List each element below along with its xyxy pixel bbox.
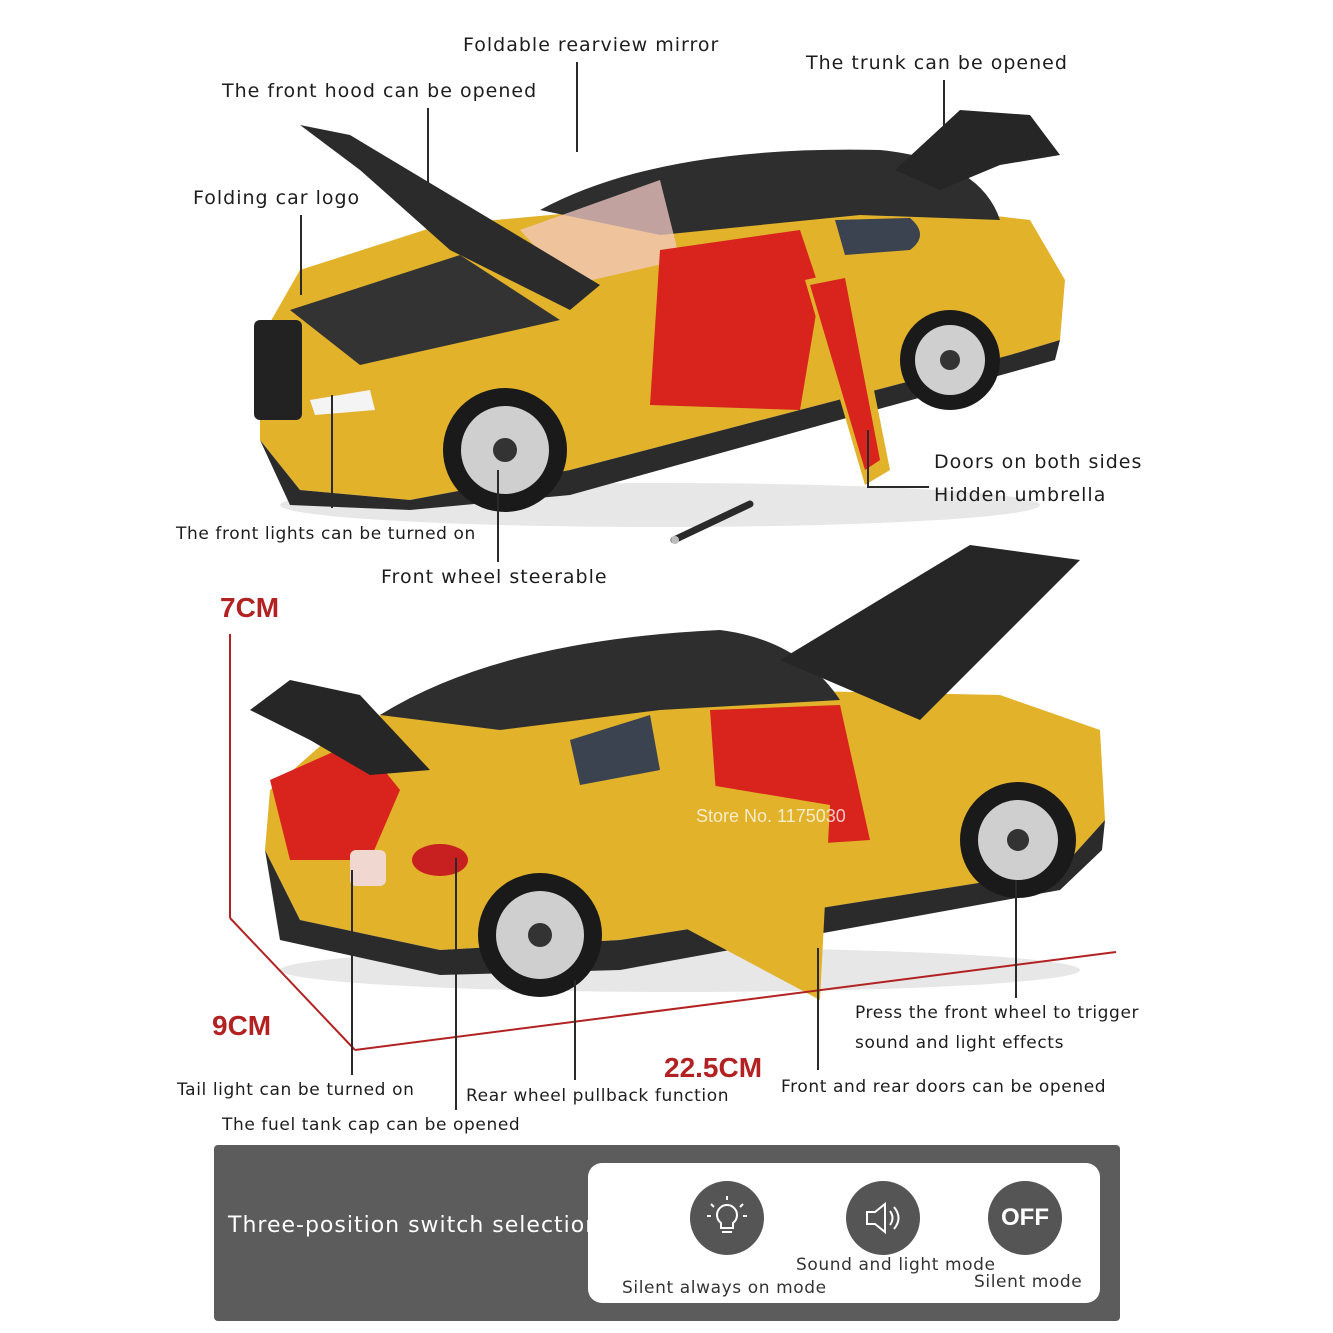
label-press-line1: Press the front wheel to trigger [855,1003,1140,1023]
dimension-length: 22.5CM [664,1052,763,1083]
switch-modes-box: OFF Silent always on mode Sound and ligh… [588,1163,1100,1303]
leader-line [497,470,499,562]
leader-line [331,395,333,508]
off-icon: OFF [988,1181,1062,1255]
leader-line [867,430,869,488]
leader-line [869,486,929,488]
off-text: OFF [1001,1204,1049,1231]
switch-panel: Three-position switch selection OFF Sil [214,1145,1120,1321]
label-doors-open: Front and rear doors can be opened [781,1077,1107,1097]
bottom-car-image [250,545,1105,1000]
leader-line [943,80,945,130]
label-rear-wheel: Rear wheel pullback function [466,1086,730,1106]
watermark-text: Store No. 1175030 [696,806,846,826]
speaker-icon [846,1181,920,1255]
leader-line [817,948,819,1070]
label-steer: Front wheel steerable [381,566,608,588]
leader-line [455,858,457,1110]
label-front-lights: The front lights can be turned on [176,524,476,544]
leader-line [300,215,302,295]
leader-line [576,62,578,152]
leader-line [351,870,353,1075]
mode-label-silent-always-on: Silent always on mode [622,1278,827,1298]
switch-panel-title: Three-position switch selection [228,1213,601,1238]
label-fuel-cap: The fuel tank cap can be opened [222,1115,521,1135]
dimension-width: 9CM [212,1010,272,1041]
dimension-height: 7CM [220,592,280,623]
label-umbrella: Hidden umbrella [934,484,1107,506]
label-press-line2: sound and light effects [855,1033,1065,1053]
leader-line [574,980,576,1080]
label-trunk: The trunk can be opened [806,52,1068,74]
label-hood: The front hood can be opened [222,80,538,102]
label-doors: Doors on both sides [934,451,1143,473]
label-logo: Folding car logo [193,187,361,209]
mode-label-sound-light: Sound and light mode [796,1255,996,1275]
label-tail-light: Tail light can be turned on [177,1080,415,1100]
leader-line [427,108,429,184]
label-mirror: Foldable rearview mirror [463,34,720,56]
umbrella-image [670,500,754,544]
mode-label-silent: Silent mode [974,1272,1083,1292]
lightbulb-icon [690,1181,764,1255]
leader-line [1015,880,1017,998]
